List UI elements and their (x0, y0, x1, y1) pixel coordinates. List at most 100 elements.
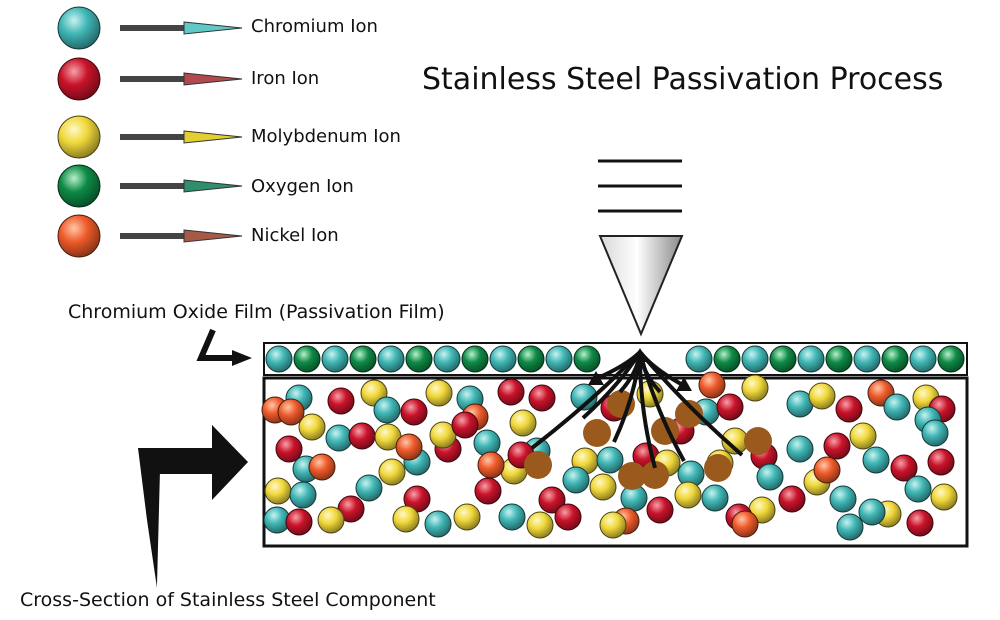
corrosion-burst-arrows-icon (530, 348, 744, 469)
oxygen-ion-icon (293, 345, 321, 373)
chromium-ion-icon (921, 419, 949, 447)
chromium-ion-icon (433, 345, 461, 373)
legend-label-iron: Iron Ion (251, 68, 320, 89)
chromium-ion-icon (909, 345, 937, 373)
burst-arrow-head-icon (588, 371, 604, 385)
molybdenum-ion-icon (674, 481, 702, 509)
corrosion-product-icon (704, 454, 732, 482)
chromium-ion-icon (562, 466, 590, 494)
iron-ion-icon (528, 384, 556, 412)
corrosion-product-icon (641, 461, 669, 489)
chromium-ion-icon (289, 481, 317, 509)
oxygen-ion-icon (573, 345, 601, 373)
oxygen-ion-icon (349, 345, 377, 373)
legend-arrow-head-icon (183, 72, 243, 86)
chromium-ion-icon (836, 513, 864, 541)
diagram-title: Stainless Steel Passivation Process (422, 62, 944, 97)
chromium-ion-icon (883, 393, 911, 421)
oxygen-ion-icon (769, 345, 797, 373)
iron-ion-icon (554, 503, 582, 531)
chromium-ion-icon (862, 446, 890, 474)
chromium-ion-icon (756, 463, 784, 491)
chromium-ion-icon (489, 345, 517, 373)
iron-ion-icon (890, 454, 918, 482)
chromium-ion-icon (786, 435, 814, 463)
chromium-ion-icon (498, 503, 526, 531)
molybdenum-ion-icon (808, 382, 836, 410)
molybdenum-ion-icon (526, 511, 554, 539)
oxygen-ion-icon (713, 345, 741, 373)
chromium-ion-icon (853, 345, 881, 373)
corrosion-product-icon (675, 400, 703, 428)
legend-arrow-head-icon (183, 229, 243, 243)
molybdenum-ion-icon (264, 477, 292, 505)
legend-arrow-head-icon (183, 179, 243, 193)
cross-section-pointer-arrow-icon (138, 425, 248, 588)
chromium-ion-icon (473, 429, 501, 457)
chromium-ion-icon (545, 345, 573, 373)
molybdenum-ion-icon (298, 413, 326, 441)
legend-label-nickel: Nickel Ion (251, 225, 339, 246)
chromium-ion-icon (424, 510, 452, 538)
oxygen-ion-icon (461, 345, 489, 373)
iron-ion-icon (348, 422, 376, 450)
iron-ion-icon (823, 432, 851, 460)
molybdenum-ion-icon (317, 506, 345, 534)
chromium-ion-icon (596, 446, 624, 474)
chromium-ion-icon (570, 383, 598, 411)
iron-ion-icon (835, 395, 863, 423)
legend-label-molybdenum: Molybdenum Ion (251, 126, 401, 147)
iron-ion-icon (285, 508, 313, 536)
molybdenum-ion-icon (378, 458, 406, 486)
oxygen-ion-icon (937, 345, 965, 373)
legend-label-chromium: Chromium Ion (251, 16, 378, 37)
iron-ion-icon (538, 486, 566, 514)
iron-ion-icon (474, 477, 502, 505)
chromium-ion-icon (377, 345, 405, 373)
molybdenum-ion-icon (741, 374, 769, 402)
legend-arrow-head-icon (183, 130, 243, 144)
oxygen-ion-icon (825, 345, 853, 373)
molybdenum-ion-icon (392, 505, 420, 533)
iron-ion-icon (497, 378, 525, 406)
legend-oxygen-ion-icon (57, 164, 101, 208)
legend-nickel-ion-icon (57, 214, 101, 258)
burst-arrow-head-icon (632, 348, 648, 362)
chromium-ion-icon (685, 345, 713, 373)
legend-arrow-head-icon (183, 21, 243, 35)
corrosion-product-icon (583, 419, 611, 447)
nickel-ion-icon (308, 453, 336, 481)
film-pointer-arrow-icon (196, 328, 252, 366)
chromium-ion-icon (797, 345, 825, 373)
nickel-ion-icon (698, 371, 726, 399)
nickel-ion-icon (731, 510, 759, 538)
chromium-ion-icon (265, 345, 293, 373)
oxygen-ion-icon (405, 345, 433, 373)
treatment-beam-icon (598, 159, 684, 337)
iron-ion-icon (275, 435, 303, 463)
chromium-ion-icon (701, 484, 729, 512)
nickel-ion-icon (395, 433, 423, 461)
molybdenum-ion-icon (509, 409, 537, 437)
chromium-ion-icon (904, 475, 932, 503)
legend-arrow-shaft-icon (120, 25, 186, 31)
iron-ion-icon (400, 398, 428, 426)
molybdenum-ion-icon (425, 379, 453, 407)
legend-arrow-shaft-icon (120, 183, 186, 189)
iron-ion-icon (927, 448, 955, 476)
chromium-ion-icon (321, 345, 349, 373)
legend-chromium-ion-icon (57, 6, 101, 50)
legend-arrow-shaft-icon (120, 76, 186, 82)
burst-arrow-head-icon (676, 377, 692, 391)
chromium-ion-icon (373, 396, 401, 424)
nickel-ion-icon (277, 398, 305, 426)
corrosion-product-icon (524, 451, 552, 479)
legend-arrow-shaft-icon (120, 233, 186, 239)
chromium-ion-icon (325, 424, 353, 452)
chromium-ion-icon (355, 474, 383, 502)
corrosion-product-icon (744, 427, 772, 455)
cross-section-label: Cross-Section of Stainless Steel Compone… (20, 589, 436, 611)
film-label: Chromium Oxide Film (Passivation Film) (68, 301, 445, 323)
legend-graphics (57, 6, 243, 258)
